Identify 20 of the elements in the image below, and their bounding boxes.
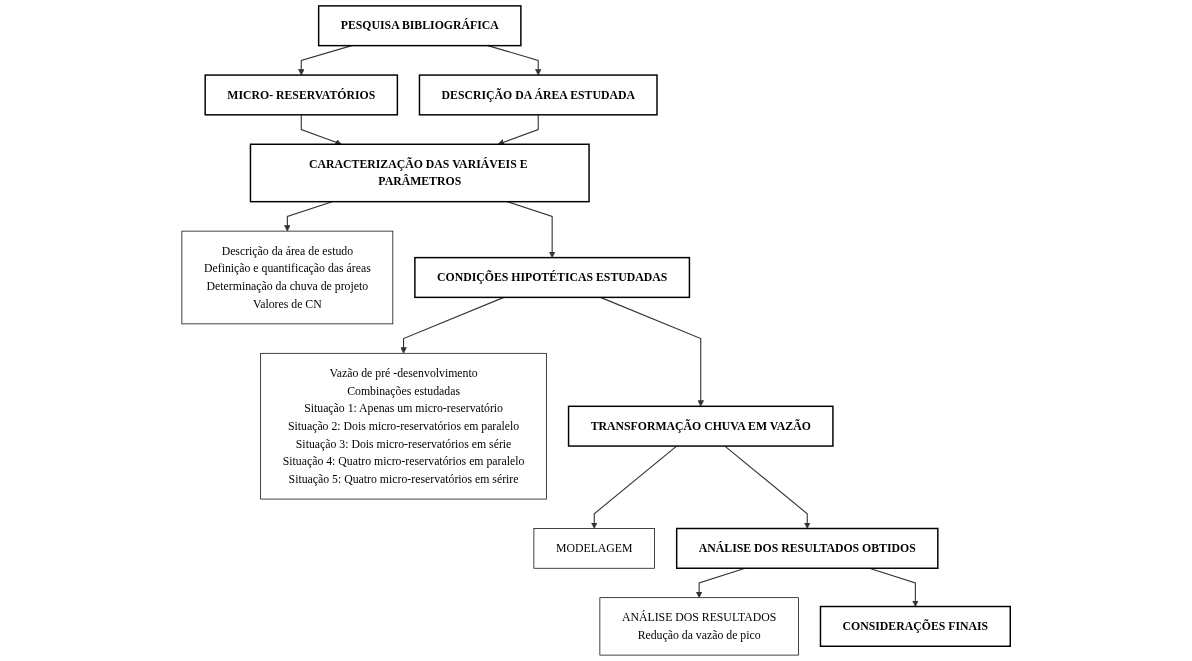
arrow bbox=[590, 445, 678, 529]
node-box: CARACTERIZAÇÃO DAS VARIÁVEIS E PARÂMETROS bbox=[249, 143, 590, 203]
node-box: ANÁLISE DOS RESULTADOS Redução da vazão de pico bbox=[599, 597, 799, 656]
arrow bbox=[284, 201, 333, 232]
arrow bbox=[400, 296, 505, 354]
node-box: PESQUISA BIBLIOGRÁFICA bbox=[317, 5, 522, 47]
arrow bbox=[506, 201, 556, 258]
node-box: Vazão de pré -desenvolvimento Combinações estudadas Situação 1: Apenas um micro-reservatório Situação 2: Dois micro-reservatórios em paralelo Situação 3: Dois micro-reservatórios em série Situação 4: Quatro micro-reservatórios em paralelo Situação 5: Quatro micro-reservatórios em sérire bbox=[260, 352, 547, 500]
node-box: MODELAGEM bbox=[533, 528, 655, 569]
node-box: CONSIDERAÇÕES FINAIS bbox=[819, 605, 1011, 647]
node-box: DESCRIÇÃO DA ÁREA ESTUDADA bbox=[418, 74, 658, 116]
node-box: ANÁLISE DOS RESULTADOS OBTIDOS bbox=[675, 527, 939, 569]
node-box: TRANSFORMAÇÃO CHUVA EM VAZÃO bbox=[567, 405, 834, 447]
node-box: Descrição da área de estudo Definição e quantificação das áreas Determinação da chuva de projeto Valores de CN bbox=[181, 230, 394, 325]
node-box: CONDIÇÕES HIPOTÉTICAS ESTUDADAS bbox=[414, 256, 691, 299]
arrow bbox=[724, 445, 811, 529]
node-box: MICRO- RESERVATÓRIOS bbox=[204, 74, 399, 116]
arrow bbox=[300, 114, 342, 146]
arrow bbox=[497, 114, 539, 146]
arrow bbox=[487, 45, 542, 76]
